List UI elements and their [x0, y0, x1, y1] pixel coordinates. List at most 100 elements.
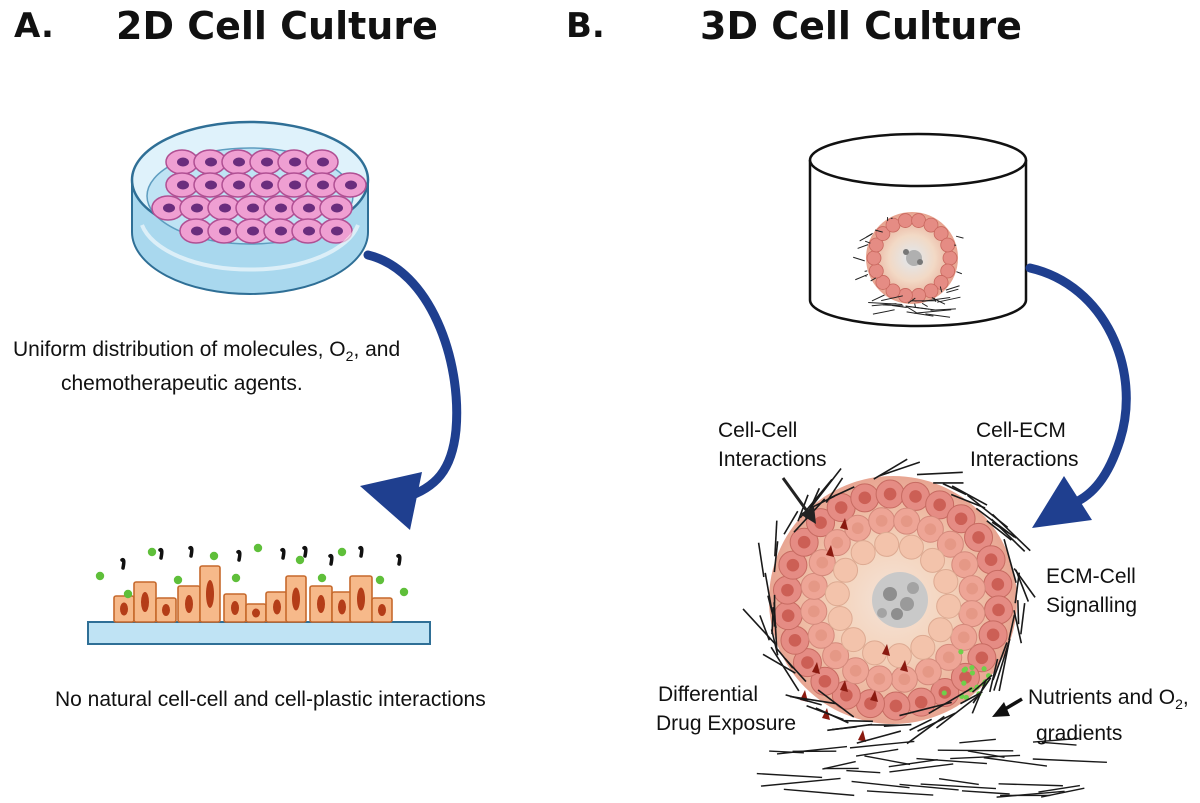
monolayer-cell [265, 591, 289, 623]
molecule-dot [147, 547, 157, 557]
nutrient-dot [961, 667, 967, 673]
spheroid-cell [983, 569, 1013, 599]
mini-fiber [921, 302, 928, 308]
dish-cell [235, 218, 269, 244]
dish-cell [221, 149, 255, 175]
caption-uniform-distribution: Uniform distribution of molecules, O2, a… [13, 338, 401, 396]
spheroid-cell [773, 601, 803, 631]
spheroid-cell [875, 479, 905, 509]
mini-fiber [864, 240, 871, 244]
ecm-fibers [742, 458, 1107, 798]
mini-fiber [857, 244, 869, 249]
ecm-fiber [1020, 602, 1026, 635]
spheroid-cell [789, 527, 819, 557]
mini-fiber [937, 296, 961, 303]
mini-fiber [906, 311, 934, 317]
ecm-fiber [757, 542, 765, 578]
spheroid-cell [967, 643, 997, 673]
mini-fiber [859, 233, 873, 242]
dish-cell [291, 195, 325, 221]
mini-cell [933, 226, 949, 241]
molecule-dot [123, 589, 133, 599]
nutrient-dot [961, 680, 967, 686]
ecm-fiber [1013, 610, 1023, 644]
monolayer-cell [309, 585, 333, 623]
monolayer-cell [199, 565, 221, 623]
ecm-fiber [783, 510, 799, 535]
dish-cell [165, 172, 199, 198]
ecm-fiber [983, 756, 1048, 767]
spheroid-cell [824, 581, 850, 607]
drug-mark [840, 680, 848, 692]
spheroid-cell [898, 534, 924, 560]
mini-fiber [914, 309, 952, 314]
ecm-fiber [967, 750, 1005, 758]
mini-fiber [922, 296, 951, 302]
mini-fiber [871, 294, 885, 302]
ecm-fiber [1017, 600, 1020, 625]
molecule-dot [231, 573, 241, 583]
spheroid-cell [881, 691, 911, 721]
spheroid-illustration [742, 458, 1107, 798]
nutrient-dot [958, 649, 964, 655]
ecm-fiber [986, 520, 1012, 541]
ecm-fiber [966, 494, 1009, 528]
ecm-fiber [992, 642, 1008, 681]
dish-cell [249, 172, 283, 198]
ecm-fiber [762, 653, 796, 674]
nutrient-dot [981, 666, 987, 672]
dish-cell [193, 149, 227, 175]
spheroid-cell [976, 545, 1006, 575]
ecm-fiber [774, 520, 778, 557]
ecm-fiber [998, 783, 1063, 787]
ecm-fiber [938, 777, 979, 786]
nutrient-dot [963, 694, 969, 701]
mini-fiber [870, 277, 877, 282]
molecule-dot [375, 575, 385, 585]
spheroid-cell [808, 549, 836, 577]
ecm-fiber [825, 477, 844, 503]
dish-cell [221, 172, 255, 198]
mini-fiber [872, 309, 895, 315]
ecm-fiber [849, 740, 915, 749]
ecm-fiber [883, 723, 912, 727]
drug-mark [120, 557, 126, 570]
spheroid-cell [780, 625, 810, 655]
curved-arrow-a [360, 250, 462, 530]
ecm-fiber [950, 754, 1021, 760]
spheroid-cell [800, 572, 828, 600]
ecm-fiber [1040, 787, 1085, 798]
spheroid-cell [935, 643, 963, 671]
dish-cell [263, 195, 297, 221]
ecm-fiber [856, 730, 902, 744]
mini-cell [940, 237, 956, 253]
spheroid-cell [822, 642, 850, 670]
mini-cell [942, 250, 958, 266]
dish-cell [151, 195, 185, 221]
mini-ecm-fibers [853, 217, 964, 318]
ecm-fiber [864, 755, 911, 766]
ecm-fiber [928, 687, 973, 715]
mini-fiber [868, 301, 903, 305]
label-nutrients: Nutrients and O2, gradients [1028, 686, 1189, 746]
ecm-fiber [1003, 538, 1017, 583]
culture-vessel [808, 132, 1028, 328]
spheroid-cell [958, 600, 986, 628]
ecm-fiber [1014, 572, 1021, 604]
nutrient-dot [969, 664, 975, 671]
spheroid-cell [936, 530, 964, 558]
ecm-fiber [810, 495, 835, 509]
spheroid-cell [772, 575, 802, 605]
ecm-fiber [776, 745, 848, 755]
mini-cell [898, 288, 913, 303]
ecm-fiber [899, 783, 959, 791]
mini-spheroid-cells [866, 213, 958, 303]
dish-cell [291, 218, 325, 244]
petri-dish-illustration [130, 120, 370, 295]
ecm-fiber [878, 461, 921, 477]
ecm-fiber [888, 758, 938, 768]
ecm-fiber [784, 657, 807, 683]
ecm-fiber [808, 467, 842, 511]
dish-cells [151, 149, 367, 244]
